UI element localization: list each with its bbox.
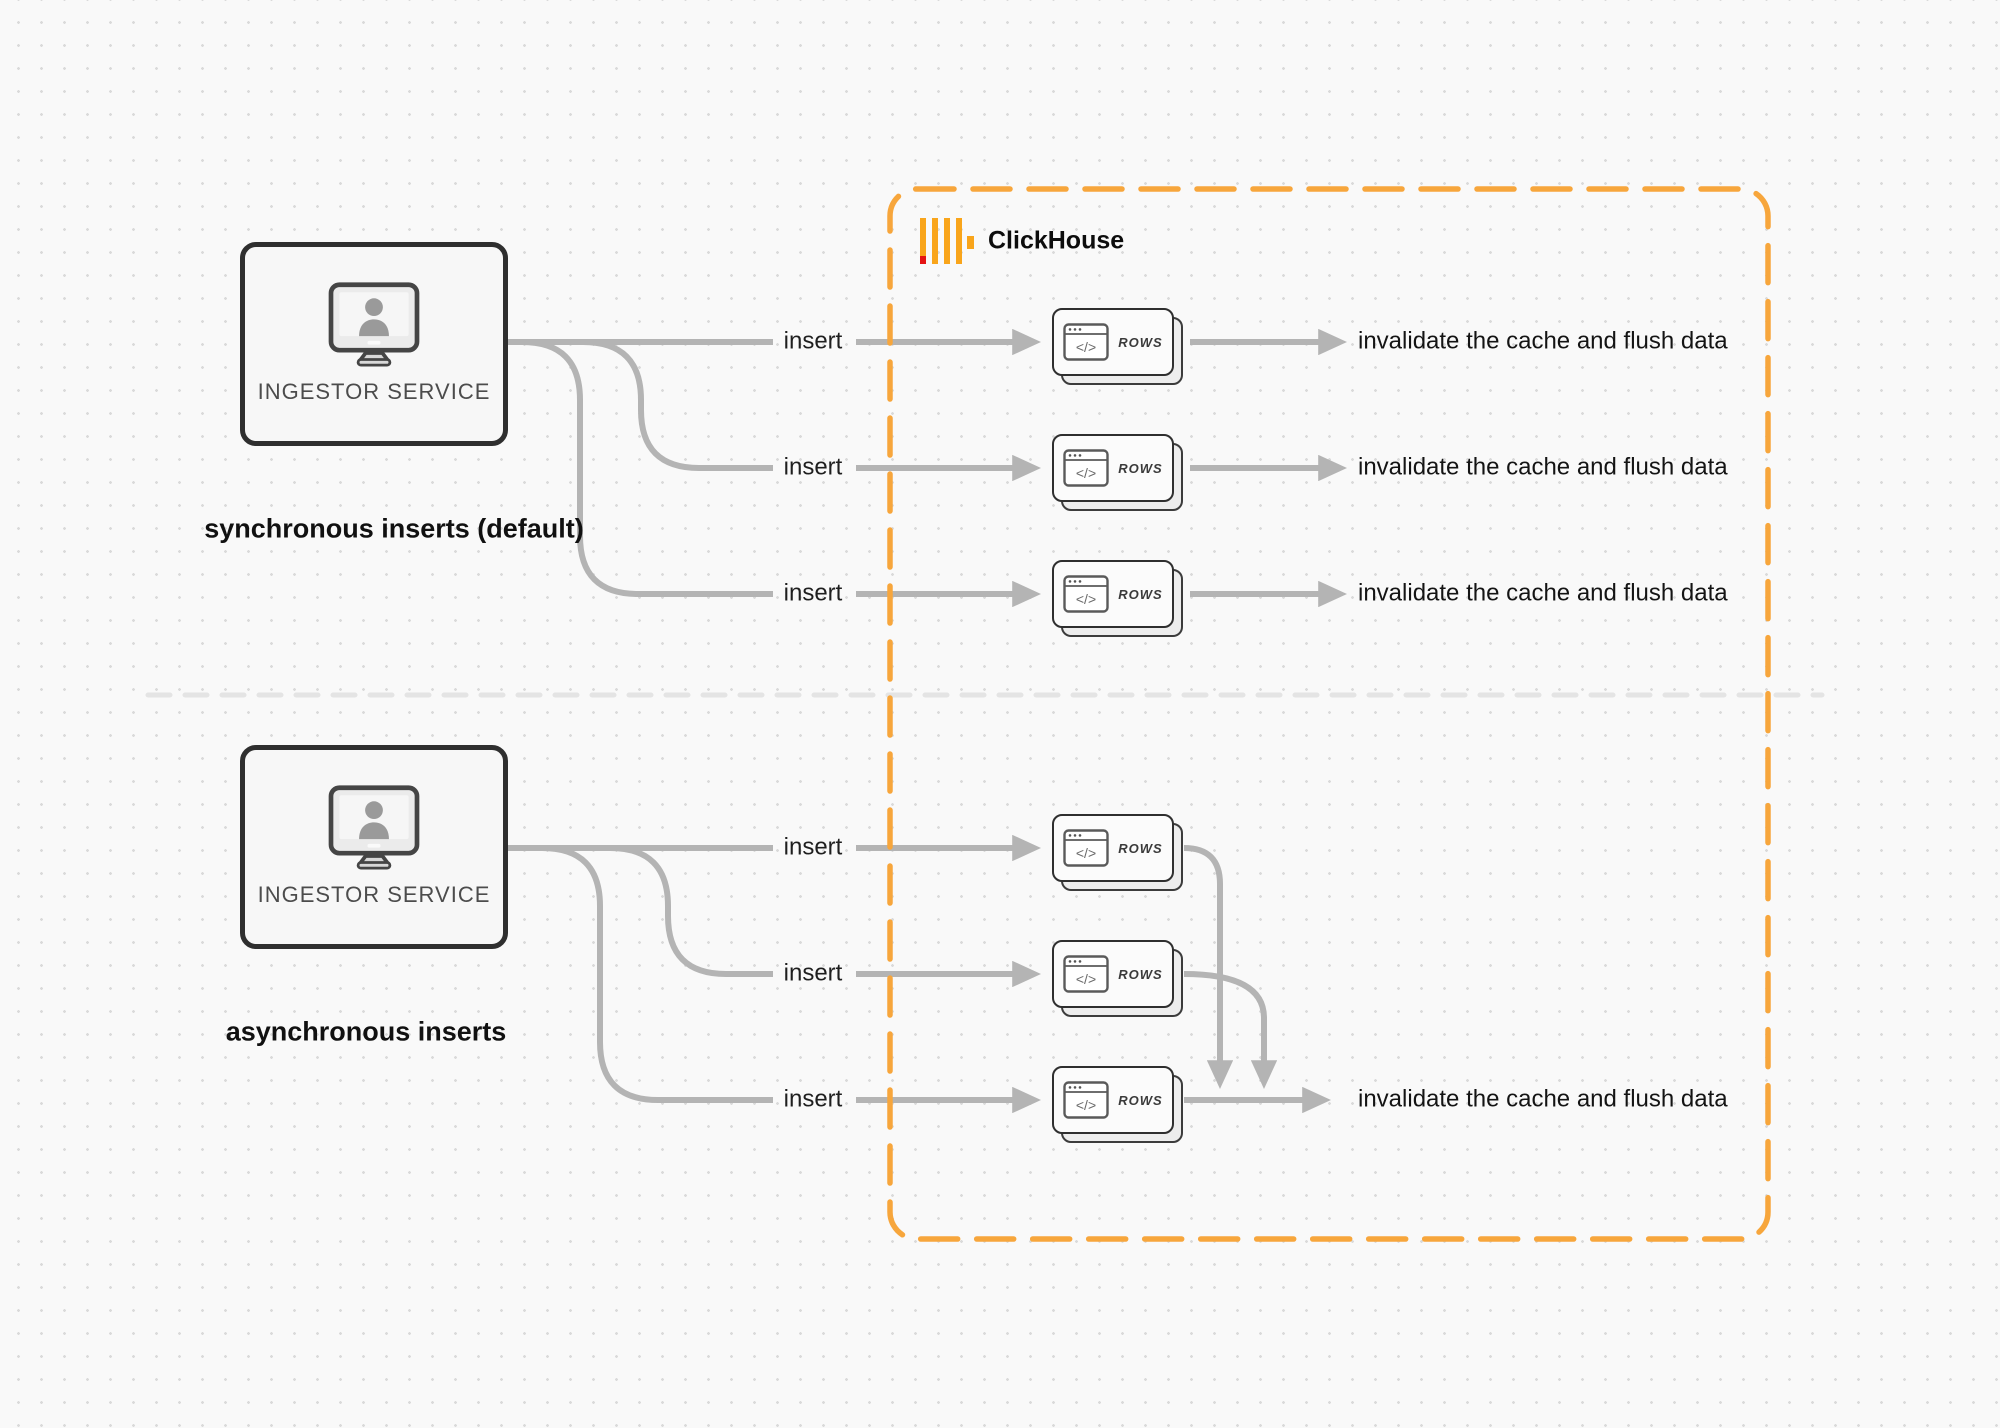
code-glyph: </> (1076, 845, 1096, 861)
code-window-icon: </> (1063, 955, 1109, 993)
ingestor-service-box-sync: INGESTOR SERVICE (240, 242, 508, 446)
rows-label: ROWS (1118, 460, 1163, 476)
async-caption: asynchronous inserts (225, 1016, 507, 1047)
insert-label-sync-2: insert (783, 453, 843, 481)
async-converge-arrow-2 (1183, 971, 1278, 1089)
async-converge-arrow-1 (1183, 845, 1234, 1089)
ingestor-service-label-sync: INGESTOR SERVICE (257, 379, 491, 404)
rows-card-sync-1: </> ROWS (1052, 308, 1183, 385)
code-glyph: </> (1076, 339, 1096, 355)
invalidate-label-sync-2: invalidate the cache and flush data (1358, 453, 1728, 481)
rows-card-sync-2: </> ROWS (1052, 434, 1183, 511)
insert-label-async-2: insert (783, 959, 843, 987)
insert-label-async-1: insert (783, 833, 843, 861)
code-glyph: </> (1076, 465, 1096, 481)
rows-card-sync-3: </> ROWS (1052, 560, 1183, 637)
insert-label-sync-1: insert (783, 327, 843, 355)
monitor-user-icon (328, 785, 420, 870)
code-window-icon: </> (1063, 575, 1109, 613)
rows-label: ROWS (1118, 840, 1163, 856)
code-glyph: </> (1076, 971, 1096, 987)
rows-label: ROWS (1118, 334, 1163, 350)
ingestor-service-box-async: INGESTOR SERVICE (240, 745, 508, 949)
rows-card-async-3: </> ROWS (1052, 1066, 1183, 1143)
insert-label-async-3: insert (783, 1085, 843, 1113)
invalidate-label-async: invalidate the cache and flush data (1358, 1085, 1728, 1113)
rows-card-async-1: </> ROWS (1052, 814, 1183, 891)
sync-branch-bottom (521, 339, 773, 597)
sync-branch-middle (582, 339, 773, 471)
insert-label-sync-3: insert (783, 579, 843, 607)
code-window-icon: </> (1063, 449, 1109, 487)
code-window-icon: </> (1063, 323, 1109, 361)
async-branch-middle (609, 845, 773, 977)
rows-label: ROWS (1118, 586, 1163, 602)
clickhouse-logo-icon (920, 218, 974, 264)
sync-caption: synchronous inserts (default) (204, 513, 584, 544)
code-window-icon: </> (1063, 1081, 1109, 1119)
ingestor-service-label-async: INGESTOR SERVICE (257, 882, 491, 907)
invalidate-label-sync-1: invalidate the cache and flush data (1358, 327, 1728, 355)
card-front: </> ROWS (1052, 560, 1174, 628)
clickhouse-title: ClickHouse (988, 226, 1125, 255)
card-front: </> ROWS (1052, 308, 1174, 376)
rows-label: ROWS (1118, 1092, 1163, 1108)
async-branch-bottom (541, 845, 773, 1103)
rows-label: ROWS (1118, 966, 1163, 982)
card-front: </> ROWS (1052, 1066, 1174, 1134)
card-front: </> ROWS (1052, 814, 1174, 882)
monitor-user-icon (328, 282, 420, 367)
code-glyph: </> (1076, 1097, 1096, 1113)
invalidate-label-sync-3: invalidate the cache and flush data (1358, 579, 1728, 607)
code-window-icon: </> (1063, 829, 1109, 867)
card-front: </> ROWS (1052, 940, 1174, 1008)
code-glyph: </> (1076, 591, 1096, 607)
rows-card-async-2: </> ROWS (1052, 940, 1183, 1017)
clickhouse-dashed-border (887, 186, 1771, 1242)
card-front: </> ROWS (1052, 434, 1174, 502)
